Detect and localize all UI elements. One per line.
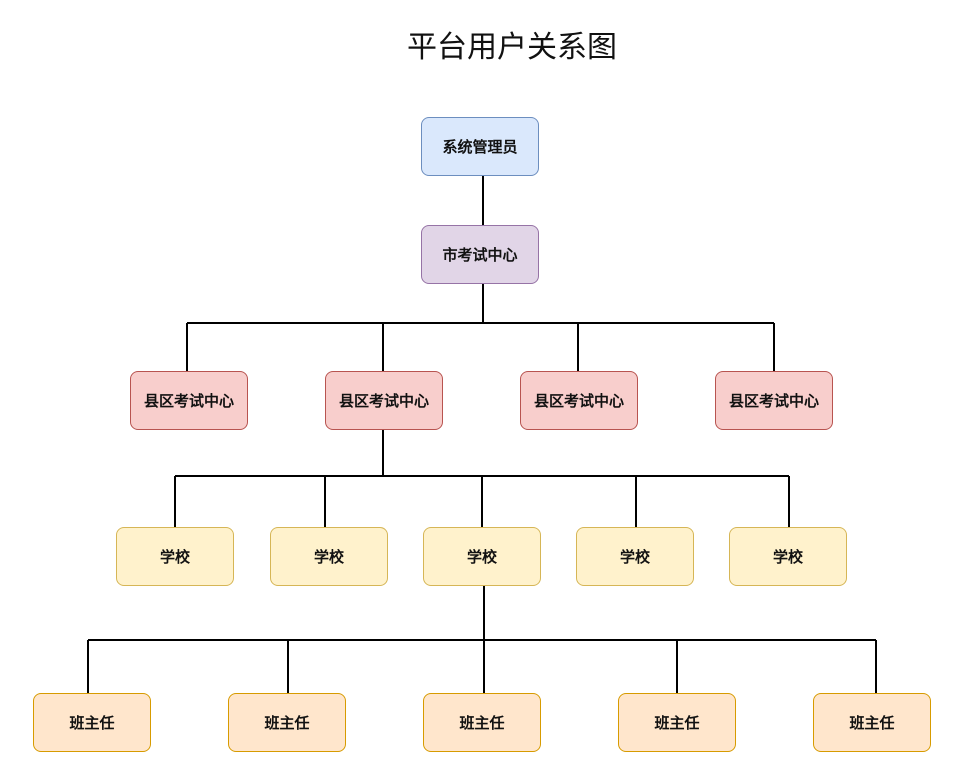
node-school-5: 学校 — [729, 527, 847, 586]
node-county-exam-center-1: 县区考试中心 — [130, 371, 248, 430]
node-school-2: 学校 — [270, 527, 388, 586]
node-head-teacher-4: 班主任 — [618, 693, 736, 752]
node-head-teacher-3: 班主任 — [423, 693, 541, 752]
node-city-exam-center: 市考试中心 — [421, 225, 539, 284]
node-head-teacher-2: 班主任 — [228, 693, 346, 752]
node-school-1: 学校 — [116, 527, 234, 586]
node-head-teacher-5: 班主任 — [813, 693, 931, 752]
node-county-exam-center-2: 县区考试中心 — [325, 371, 443, 430]
node-system-admin: 系统管理员 — [421, 117, 539, 176]
node-head-teacher-1: 班主任 — [33, 693, 151, 752]
node-school-3: 学校 — [423, 527, 541, 586]
node-school-4: 学校 — [576, 527, 694, 586]
node-county-exam-center-4: 县区考试中心 — [715, 371, 833, 430]
diagram-title: 平台用户关系图 — [407, 30, 617, 65]
node-county-exam-center-3: 县区考试中心 — [520, 371, 638, 430]
